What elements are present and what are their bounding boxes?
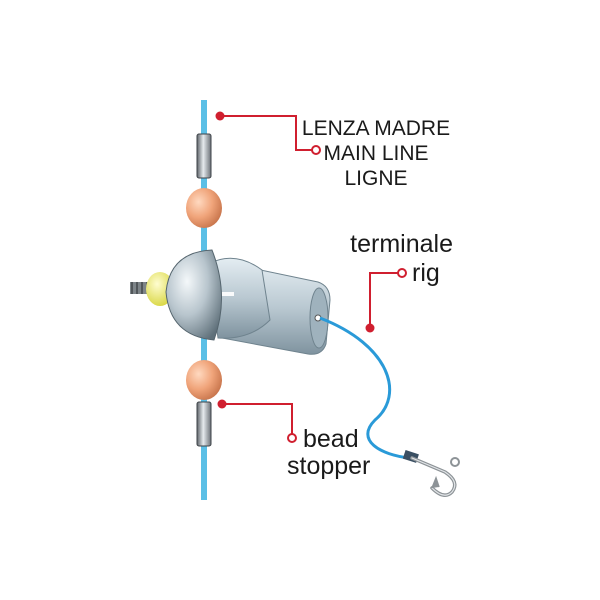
main-line-label-it: LENZA MADRE [302,117,450,140]
main-line-label-en: MAIN LINE [323,142,428,165]
leader-dot [365,323,375,333]
leader-main-line [220,115,312,151]
upper-bead-icon [186,188,222,228]
leader-dot [215,111,225,121]
leader-ring [397,268,407,278]
lower-sleeve-stopper-icon [196,401,212,447]
rig-label-en: rig [412,259,440,287]
main-line-label-fr: LIGNE [344,167,407,190]
swivel-dome-icon [165,249,222,341]
leader-rig [369,272,398,328]
leader-bead-stopper [222,403,293,434]
upper-sleeve-stopper-icon [196,133,212,179]
swivel-body-icon [207,257,331,355]
rig-line [319,316,411,460]
fish-hook-icon [402,450,460,497]
leader-ring [311,145,321,155]
leader-dot [217,399,227,409]
stopper-label: stopper [287,452,370,480]
rig-label-it: terminale [350,230,453,258]
bead-label: bead [303,425,359,453]
leader-ring [287,433,297,443]
lower-bead-icon [186,360,222,400]
